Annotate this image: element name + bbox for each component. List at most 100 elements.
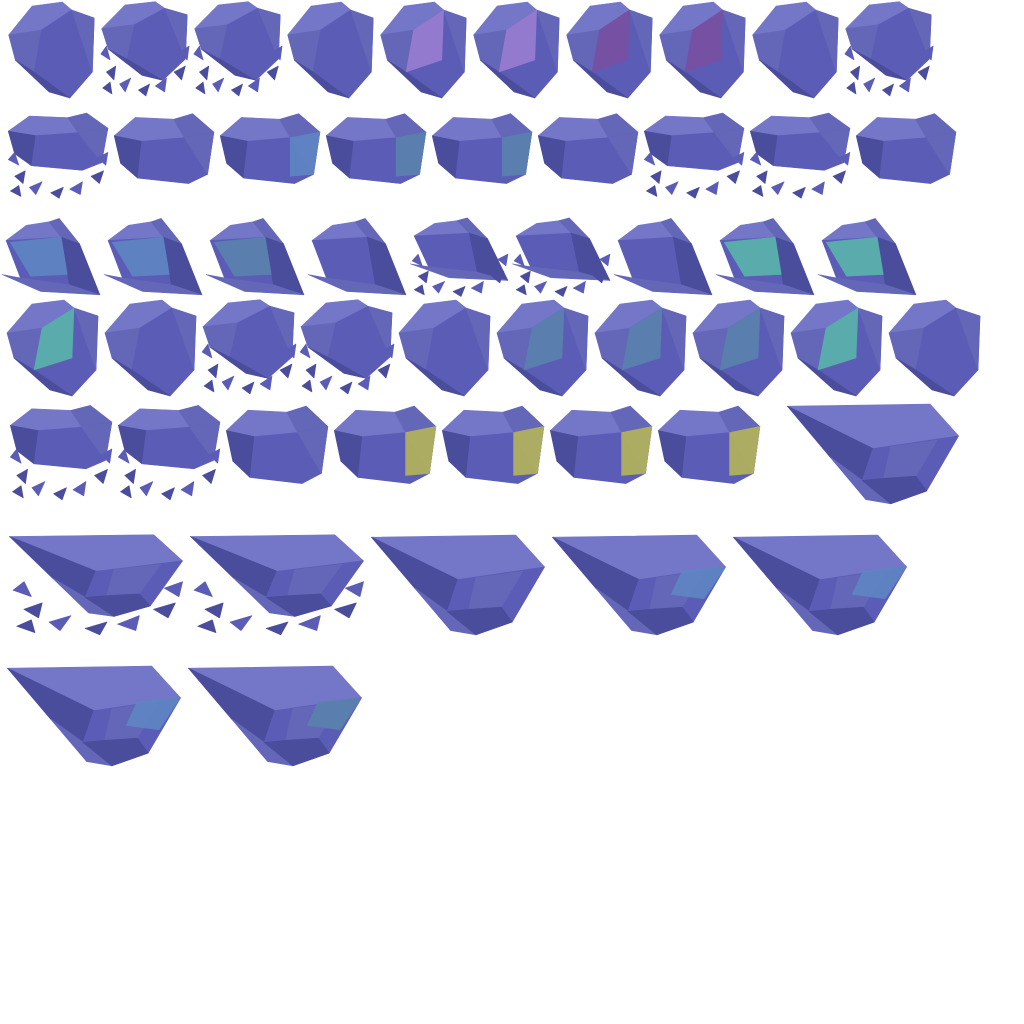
debris-shard xyxy=(139,481,154,497)
sprite-frame-chunk xyxy=(225,405,329,484)
sprite-frame-chunk xyxy=(855,113,957,184)
gem-highlight xyxy=(729,426,761,476)
debris-shard xyxy=(686,187,700,199)
gem-highlight xyxy=(395,131,427,177)
debris-shard xyxy=(201,343,213,359)
gem-highlight xyxy=(405,9,444,73)
rock-facet xyxy=(715,274,815,296)
rock-facet xyxy=(350,9,374,73)
debris-shard xyxy=(23,602,43,619)
debris-shard xyxy=(119,77,132,93)
gem-highlight xyxy=(111,236,170,277)
sprite-frame-boulder xyxy=(9,534,183,636)
debris-shard xyxy=(452,286,466,297)
debris-shard xyxy=(554,286,568,297)
rock-facet xyxy=(333,430,363,478)
rock-facet xyxy=(386,59,443,99)
debris-shard xyxy=(279,363,293,379)
debris-shard xyxy=(53,487,67,501)
sprite-frame-rock xyxy=(104,299,197,397)
debris-shard xyxy=(90,170,104,184)
rock-facet xyxy=(205,274,305,296)
debris-shard xyxy=(811,181,825,195)
rock-facet xyxy=(601,357,661,397)
sprite-frame-rock xyxy=(193,1,283,97)
debris-shard xyxy=(593,270,607,284)
gem-highlight xyxy=(591,9,630,73)
sprite-frame-chunk xyxy=(7,112,109,199)
rock-facet xyxy=(895,357,955,397)
gem-highlight xyxy=(498,9,537,73)
debris-shard xyxy=(202,469,216,484)
debris-shard xyxy=(844,45,855,61)
debris-shard xyxy=(102,81,113,95)
rock-facet xyxy=(265,593,332,617)
rock-facet xyxy=(722,9,746,73)
debris-shard xyxy=(491,270,505,284)
sprite-frame-rock xyxy=(100,1,190,97)
rock-facet xyxy=(629,9,653,73)
debris-shard xyxy=(732,152,745,166)
rock-facet xyxy=(111,357,171,397)
sprite-frame-rock xyxy=(790,299,883,397)
debris-shard xyxy=(513,253,525,267)
rock-facet xyxy=(925,131,957,175)
sprite-frame-chunk xyxy=(431,113,533,184)
debris-shard xyxy=(138,83,150,97)
rock-facet xyxy=(82,737,149,767)
debris-shard xyxy=(411,253,423,267)
rock-facet xyxy=(857,307,883,371)
sprite-frame-chunk xyxy=(749,112,851,199)
debris-shard xyxy=(204,602,224,619)
gem-highlight xyxy=(621,426,653,476)
sprite-frame-chunk xyxy=(549,405,653,484)
debris-shard xyxy=(208,448,221,464)
debris-shard xyxy=(832,170,846,184)
debris-shard xyxy=(519,270,531,284)
debris-shard xyxy=(882,83,894,97)
sprite-frame-chunk xyxy=(325,113,427,184)
rock-facet xyxy=(661,307,687,371)
debris-shard xyxy=(100,45,111,61)
sprite-frame-chunk xyxy=(113,113,215,184)
gem-highlight xyxy=(670,566,726,600)
debris-shard xyxy=(846,81,857,95)
rock-facet xyxy=(537,135,567,179)
rock-facet xyxy=(665,59,722,99)
rock-facet xyxy=(855,135,885,179)
debris-shard xyxy=(272,45,283,61)
rock-facet xyxy=(13,357,73,397)
sprite-frame-shard xyxy=(307,218,407,296)
rock-facet xyxy=(908,7,932,60)
debris-shard xyxy=(265,621,289,636)
sprite-frame-rock xyxy=(692,299,785,397)
debris-shard xyxy=(96,152,109,166)
debris-shard xyxy=(383,343,395,359)
rock-facet xyxy=(758,59,815,99)
gem-highlight xyxy=(817,307,859,371)
debris-shard xyxy=(470,281,484,294)
rock-facet xyxy=(815,9,839,73)
debris-shard xyxy=(266,65,279,81)
debris-shard xyxy=(207,363,219,379)
sprite-frame-chunk xyxy=(643,112,745,199)
debris-shard xyxy=(241,381,255,395)
rock-facet xyxy=(367,305,393,358)
debris-shard xyxy=(413,284,425,296)
debris-shard xyxy=(14,170,26,184)
rock-facet xyxy=(297,426,329,474)
debris-shard xyxy=(9,448,22,464)
rock-facet xyxy=(263,737,330,767)
sprite-frame-chunk xyxy=(117,405,221,501)
gem-highlight xyxy=(851,566,907,600)
gem-highlight xyxy=(33,307,75,371)
rock-facet xyxy=(171,307,197,371)
sprite-frame-chunk xyxy=(657,405,761,484)
rock-facet xyxy=(293,59,350,99)
rock-facet xyxy=(479,59,536,99)
gem-highlight xyxy=(213,236,272,277)
sprite-frame-rock xyxy=(888,299,981,397)
rock-facet xyxy=(307,274,407,296)
debris-shard xyxy=(534,281,548,294)
debris-shard xyxy=(334,602,357,619)
